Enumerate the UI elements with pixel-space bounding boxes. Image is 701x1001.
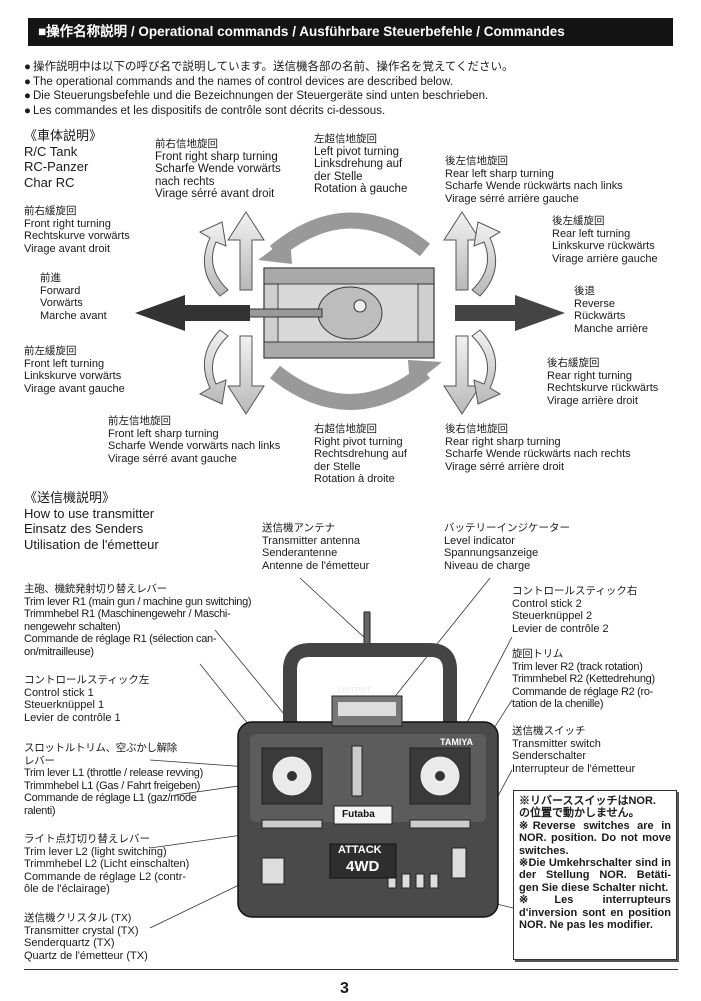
left-pivot-arrow <box>269 212 430 259</box>
model-badge <box>329 843 397 879</box>
rear-right-turn-arrow <box>471 329 502 405</box>
crystal-socket <box>261 857 285 885</box>
model-name-1: ATTACK <box>338 844 382 856</box>
front-left-sharp-label: 前左信地旋回 Front left sharp turning Scharfe … <box>108 415 281 465</box>
front-left-turning-label: 前左緩旋回 Front left turning Linkskurve vorw… <box>24 345 125 395</box>
forward-arrow <box>135 295 250 331</box>
front-right-turn-arrow <box>198 221 229 297</box>
output-label: OUTPUT <box>338 686 371 695</box>
level-indicator-label: バッテリーインジケーター Level indicator Spannungsan… <box>444 522 570 572</box>
maker-plate <box>333 805 393 825</box>
control-stick-1-label: コントロールスティック左 Control stick 1 Steuerknüpp… <box>24 674 150 724</box>
rear-right-sharp-label: 後右信地旋回 Rear right sharp turning Scharfe … <box>445 423 631 473</box>
model-name-2: 4WD <box>346 858 380 875</box>
intro-line-fr: Les commandes et les dispositifs de cont… <box>24 104 684 119</box>
rear-left-sharp-label: 後左信地旋回 Rear left sharp turning Scharfe W… <box>445 155 623 205</box>
intro-text: 操作説明中は以下の呼び名で説明しています。送信機各部の名前、操作名を覚えてくださ… <box>24 60 684 118</box>
carry-handle <box>283 643 457 725</box>
antenna-label: 送信機アンテナ Transmitter antenna Senderantenn… <box>262 522 370 572</box>
power-switch <box>451 847 467 879</box>
intro-line-de: Die Steuerungsbefehle und die Bezeichnun… <box>24 89 684 104</box>
trim-r1-label: 主砲、機銃発射切り替えレバー Trim lever R1 (main gun /… <box>24 583 252 658</box>
reverse-arrow <box>455 295 565 331</box>
trim-r2-label: 旋回トリム Trim lever R2 (track rotation) Tri… <box>512 648 655 711</box>
trim-l2-label: ライト点灯切り替えレバー Trim lever L2 (light switch… <box>24 833 190 896</box>
rear-left-turn-arrow <box>471 221 502 297</box>
maker-label: Futaba <box>342 809 375 820</box>
trim-r2-slider <box>409 819 471 829</box>
rear-left-turning-label: 後左緩旋回 Rear left turning Linkskurve rückw… <box>552 215 658 265</box>
intro-line-en: The operational commands and the names o… <box>24 75 684 90</box>
reverse-switch-note: ※リバーススイッチはNOR. の位置で動かしません。 ※Reverse swit… <box>513 790 677 960</box>
rear-left-sharp-arrow <box>443 211 481 291</box>
right-pivot-label: 右超信地旋回 Right pivot turning Rechtsdrehung… <box>314 423 407 486</box>
trim-l1-slider <box>351 745 363 797</box>
front-left-turn-arrow <box>198 329 229 405</box>
section-header: ■操作名称説明 / Operational commands / Ausführ… <box>28 18 673 46</box>
transmitter-heading: 《送信機説明》 How to use transmitter Einsatz d… <box>24 490 159 552</box>
trim-l1-label: スロットルトリム、空ぶかし解除 レバー Trim lever L1 (throt… <box>24 742 203 817</box>
front-right-sharp-arrow <box>227 211 265 291</box>
control-stick-2-label: コントロールスティック右 Control stick 2 Steuerknüpp… <box>512 585 638 635</box>
forward-label: 前進 Forward Vorwärts Marche avant <box>40 272 107 322</box>
vehicle-heading: 《車体説明》 R/C Tank RC-Panzer Char RC <box>24 128 103 190</box>
transmitter-switch-label: 送信機スイッチ Transmitter switch Senderschalte… <box>512 725 636 775</box>
control-stick-1 <box>287 771 297 781</box>
trim-l2-slider <box>261 819 323 829</box>
rear-right-sharp-arrow <box>443 335 481 415</box>
crystal-label: 送信機クリスタル (TX) Transmitter crystal (TX) S… <box>24 912 148 962</box>
control-stick-2 <box>435 771 445 781</box>
front-right-turning-label: 前右緩旋回 Front right turning Rechtskurve vo… <box>24 205 130 255</box>
left-pivot-label: 左超信地旋回 Left pivot turning Linksdrehung a… <box>314 133 408 196</box>
front-left-sharp-arrow <box>227 335 265 415</box>
reverse-switches <box>387 873 439 889</box>
page-number: 3 <box>340 980 349 997</box>
front-right-sharp-label: 前右信地旋回 Front right sharp turning Scharfe… <box>155 138 281 201</box>
rear-right-turning-label: 後右緩旋回 Rear right turning Rechtskurve rüc… <box>547 357 659 407</box>
intro-line-jp: 操作説明中は以下の呼び名で説明しています。送信機各部の名前、操作名を覚えてくださ… <box>24 60 684 75</box>
brand-label: TAMIYA <box>440 737 474 747</box>
footer-divider <box>24 969 678 970</box>
tank-top-view <box>211 267 435 359</box>
reverse-label: 後退 Reverse Rückwärts Manche arrière <box>574 285 648 335</box>
right-pivot-arrow <box>270 365 430 410</box>
